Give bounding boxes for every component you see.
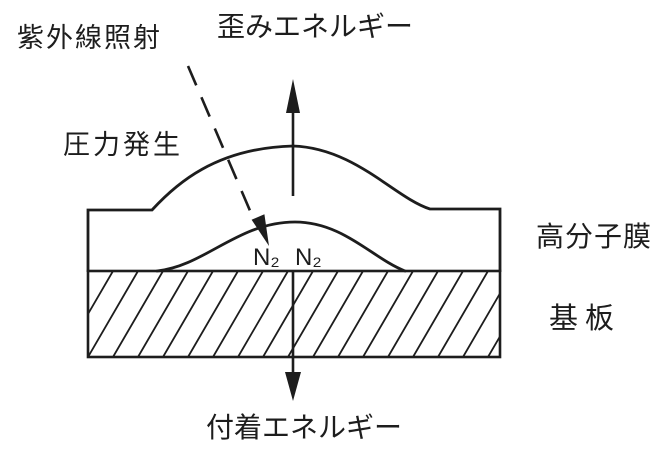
polymer-film-label: 高分子膜 xyxy=(536,221,653,252)
uv-irradiation-dashed-arrow xyxy=(186,65,269,246)
substrate-label: 基板 xyxy=(549,303,622,335)
adhesion-energy-arrow xyxy=(285,271,301,401)
nitrogen-gas-label-right: N₂ xyxy=(295,244,322,271)
strain-energy-label: 歪みエネルギー xyxy=(217,11,414,42)
nitrogen-gas-label-left: N₂ xyxy=(253,244,280,271)
uv-irradiation-label: 紫外線照射 xyxy=(17,23,162,53)
blister-delamination-curve xyxy=(155,220,407,273)
strain-energy-arrow xyxy=(286,79,300,196)
pressure-generation-label: 圧力発生 xyxy=(63,130,183,160)
substrate-hatched-block xyxy=(86,269,502,359)
adhesion-energy-label: 付着エネルギー xyxy=(206,412,403,443)
